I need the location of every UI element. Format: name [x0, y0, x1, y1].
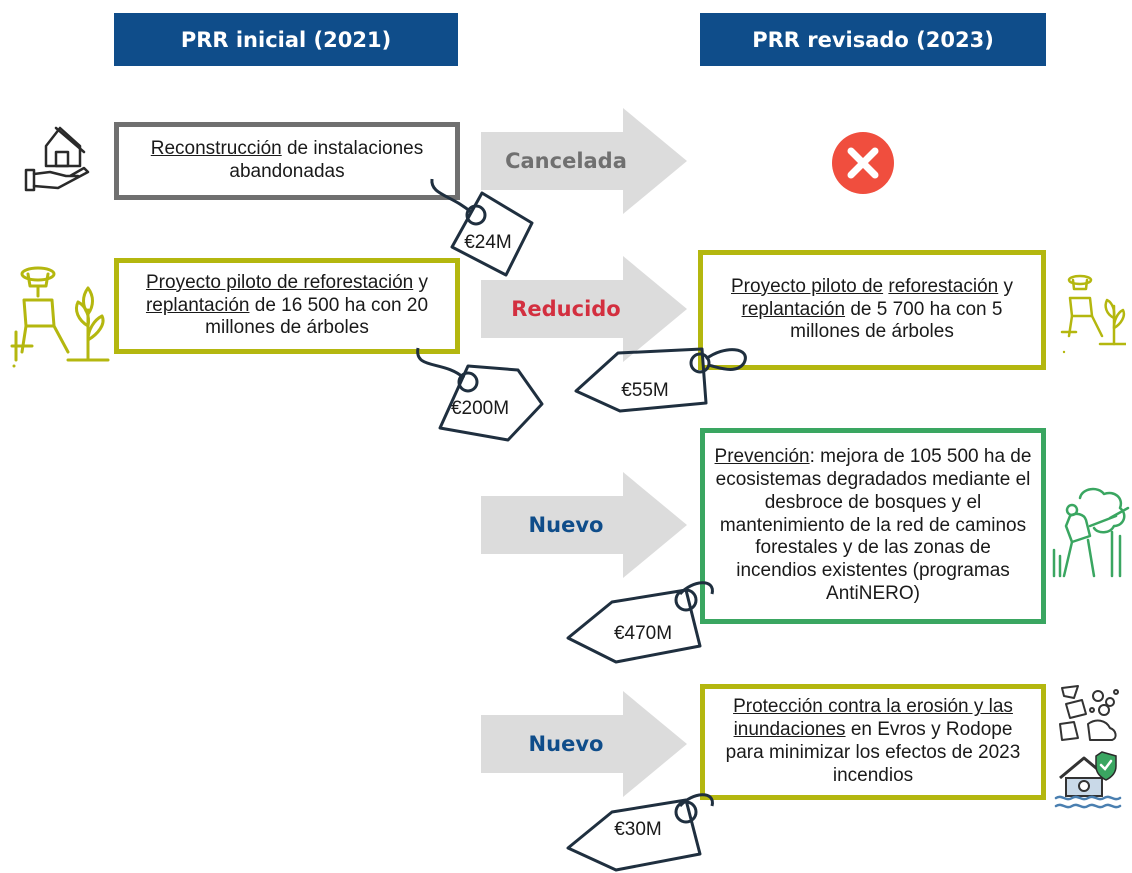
price-24m: €24M	[464, 232, 512, 253]
price-tag-200m	[416, 347, 544, 442]
label-nuevo-protection: Nuevo	[528, 732, 604, 756]
erosion-landslide-icon	[1059, 685, 1119, 741]
price-tag-470m	[566, 581, 714, 664]
prevention-box: Prevención: mejora de 105 500 ha de ecos…	[700, 428, 1046, 624]
protection-text: Protección contra la erosión y las inund…	[725, 696, 1021, 786]
forest-clearing-worker-icon	[1052, 487, 1130, 578]
house-in-hand-icon	[24, 126, 90, 192]
header-revised-plan: PRR revisado (2023)	[700, 13, 1046, 66]
flood-protected-house-icon	[1054, 751, 1122, 809]
label-cancelada: Cancelada	[505, 149, 627, 173]
reforestation-revised-text: Proyecto piloto de reforestación y repla…	[731, 275, 1013, 343]
price-tag-55m	[574, 347, 747, 413]
price-55m: €55M	[621, 380, 669, 401]
reconstruction-text: Reconstrucción de instalaciones abandona…	[150, 138, 424, 182]
label-reducido: Reducido	[511, 297, 621, 321]
planting-farmer-small-icon	[1060, 274, 1126, 354]
cancel-x-icon	[832, 132, 894, 194]
planting-farmer-icon	[10, 266, 110, 368]
reforestation-initial-text: Proyecto piloto de reforestación y repla…	[145, 271, 429, 339]
reconstruction-box: Reconstrucción de instalaciones abandona…	[114, 122, 460, 200]
arrow-nuevo-prevention	[481, 472, 687, 578]
arrow-cancelada	[481, 108, 687, 214]
reforestation-revised-box: Proyecto piloto de reforestación y repla…	[698, 250, 1046, 370]
arrow-reducido	[481, 256, 687, 362]
price-470m: €470M	[613, 623, 673, 644]
header-initial-plan: PRR inicial (2021)	[114, 13, 458, 66]
prevention-text: Prevención: mejora de 105 500 ha de ecos…	[714, 446, 1032, 604]
arrow-nuevo-protection	[481, 691, 687, 797]
label-nuevo-prevention: Nuevo	[528, 513, 604, 537]
price-200m: €200M	[450, 398, 510, 419]
reforestation-initial-box: Proyecto piloto de reforestación y repla…	[114, 258, 460, 354]
price-30m: €30M	[614, 819, 662, 840]
price-tag-30m	[566, 793, 714, 872]
protection-box: Protección contra la erosión y las inund…	[700, 684, 1046, 800]
price-tag-24m	[430, 178, 534, 277]
